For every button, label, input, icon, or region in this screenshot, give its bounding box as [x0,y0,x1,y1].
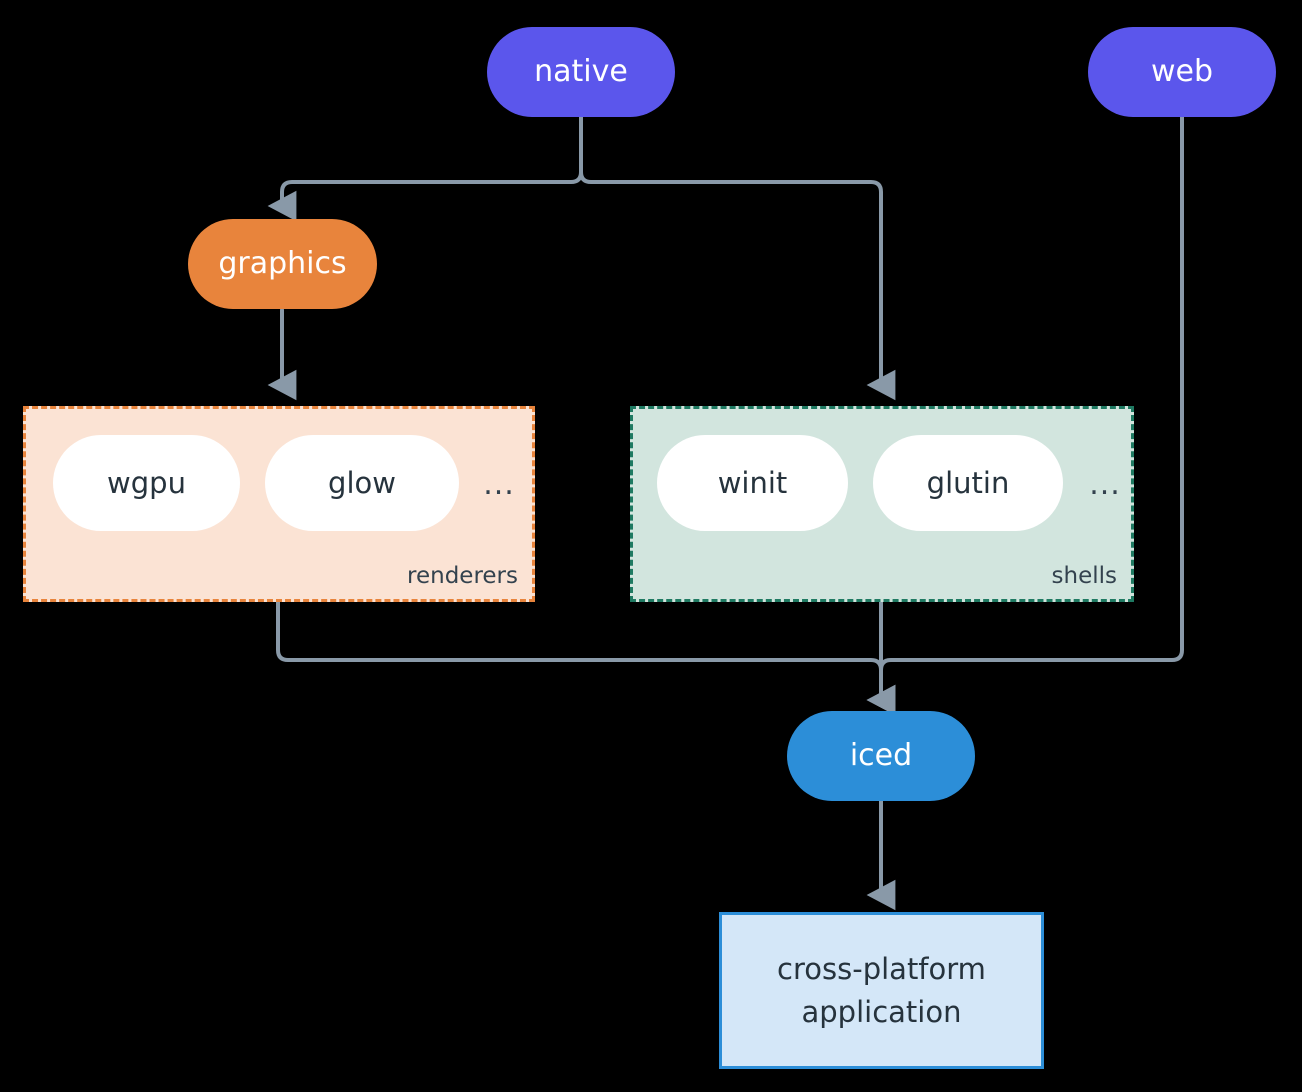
leaf-pill-wgpu-label: wgpu [107,466,186,500]
node-graphics[interactable]: graphics [188,219,377,309]
node-graphics-label: graphics [218,246,347,282]
cluster-shells: winit glutin ... shells [630,406,1134,602]
node-web[interactable]: web [1088,27,1276,117]
node-web-label: web [1150,54,1214,90]
node-application[interactable]: cross-platform application [719,912,1044,1069]
node-iced-label: iced [849,738,913,774]
node-application-label: cross-platform application [777,952,986,1029]
leaf-pill-winit-label: winit [717,466,788,500]
node-native[interactable]: native [487,27,675,117]
leaf-pill-glutin[interactable]: glutin [873,435,1063,531]
cluster-shells-title: shells [1051,563,1117,589]
cluster-renderers: wgpu glow ... renderers [23,406,535,602]
leaf-pill-wgpu[interactable]: wgpu [53,435,240,531]
renderers-more-ellipsis: ... [483,466,515,502]
leaf-pill-glutin-label: glutin [926,466,1010,500]
edge-native-to-graphics [267,110,583,222]
node-native-label: native [534,54,628,90]
leaf-pill-glow-label: glow [328,466,396,500]
leaf-pill-glow[interactable]: glow [265,435,459,531]
edge-renderers-to-iced [276,600,896,716]
leaf-pill-winit[interactable]: winit [657,435,848,531]
edge-native-to-shells [579,110,896,401]
node-iced[interactable]: iced [787,711,975,801]
shells-more-ellipsis: ... [1089,466,1121,502]
cluster-renderers-title: renderers [407,563,518,589]
